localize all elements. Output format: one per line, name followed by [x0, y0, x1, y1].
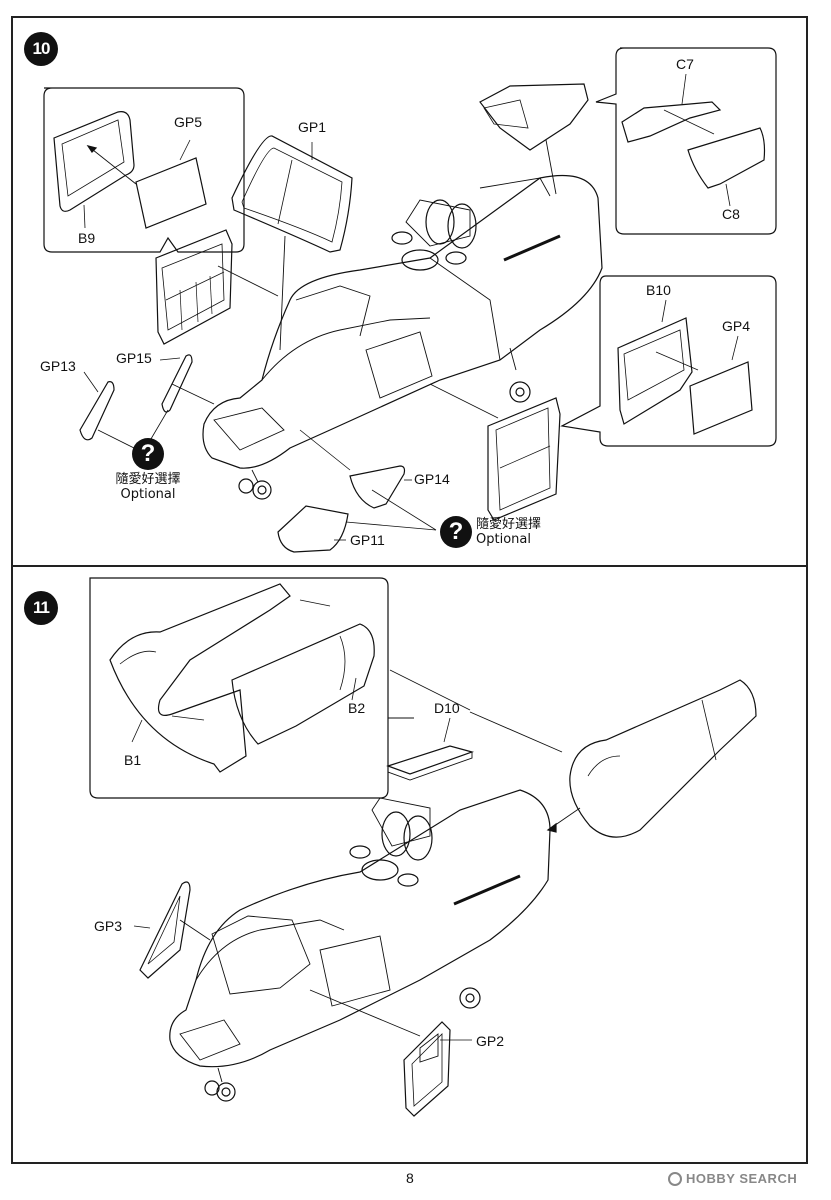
gp3-part	[139, 881, 191, 979]
question-icon: ?	[440, 516, 472, 548]
label-b2: B2	[348, 700, 366, 716]
label-b9: B9	[78, 230, 96, 246]
c7-part	[621, 101, 722, 143]
gp2-door	[403, 1021, 451, 1117]
inset-box-b1-b2	[89, 577, 389, 799]
b9-door-main	[155, 229, 233, 345]
watermark-logo-icon	[668, 1171, 682, 1186]
gp4-part	[689, 361, 753, 435]
step-10-badge: 10	[24, 32, 58, 66]
question-icon: ?	[132, 438, 164, 470]
d10-part	[386, 745, 475, 781]
step-divider	[11, 565, 808, 567]
optional-note-english: Optional	[476, 532, 531, 547]
label-gp11: GP11	[350, 532, 385, 548]
label-gp2: GP2	[476, 1033, 505, 1049]
label-b1: B1	[124, 752, 142, 768]
label-b10: B10	[646, 282, 671, 298]
optional-note-chinese: 隨愛好選擇	[115, 472, 181, 487]
b10-door-main	[487, 397, 561, 521]
watermark: HOBBY SEARCH	[668, 1171, 797, 1186]
gp13-part	[79, 381, 115, 441]
inset-box-b10	[560, 275, 777, 447]
gp11-part	[277, 505, 349, 553]
tail-boom	[569, 679, 757, 838]
step-11-badge: 11	[24, 591, 58, 625]
label-d10: D10	[434, 700, 460, 716]
b2-part	[231, 623, 375, 745]
page-number: 8	[406, 1170, 414, 1186]
label-gp5: GP5	[174, 114, 203, 130]
optional-note-right: ? 隨愛好選擇 Optional	[440, 516, 541, 548]
b1-part	[109, 583, 291, 773]
c8-part	[687, 127, 766, 189]
label-c7: C7	[676, 56, 694, 72]
label-gp3: GP3	[94, 918, 123, 934]
gp1-windshield	[231, 135, 353, 253]
optional-note-left: ? 隨愛好選擇 Optional	[108, 438, 188, 502]
inset-box-b9	[43, 87, 245, 253]
helicopter-body-step10	[202, 174, 603, 500]
optional-note-english: Optional	[120, 487, 176, 502]
label-gp15: GP15	[116, 350, 152, 366]
watermark-text: HOBBY SEARCH	[686, 1171, 798, 1186]
gp5-part	[135, 157, 207, 229]
page-frame	[11, 16, 808, 1164]
label-gp14: GP14	[414, 471, 450, 487]
label-gp4: GP4	[722, 318, 751, 334]
b10-part	[617, 317, 693, 425]
inset-box-c7-c8	[595, 47, 777, 235]
gp14-part	[349, 465, 406, 509]
b9-part	[53, 111, 135, 212]
optional-note-chinese: 隨愛好選擇	[476, 517, 542, 532]
c7-c8-main	[479, 83, 589, 151]
gp15-part	[161, 354, 193, 413]
label-gp1: GP1	[298, 119, 327, 135]
label-c8: C8	[722, 206, 740, 222]
label-gp13: GP13	[40, 358, 76, 374]
helicopter-body-step11	[169, 789, 551, 1102]
